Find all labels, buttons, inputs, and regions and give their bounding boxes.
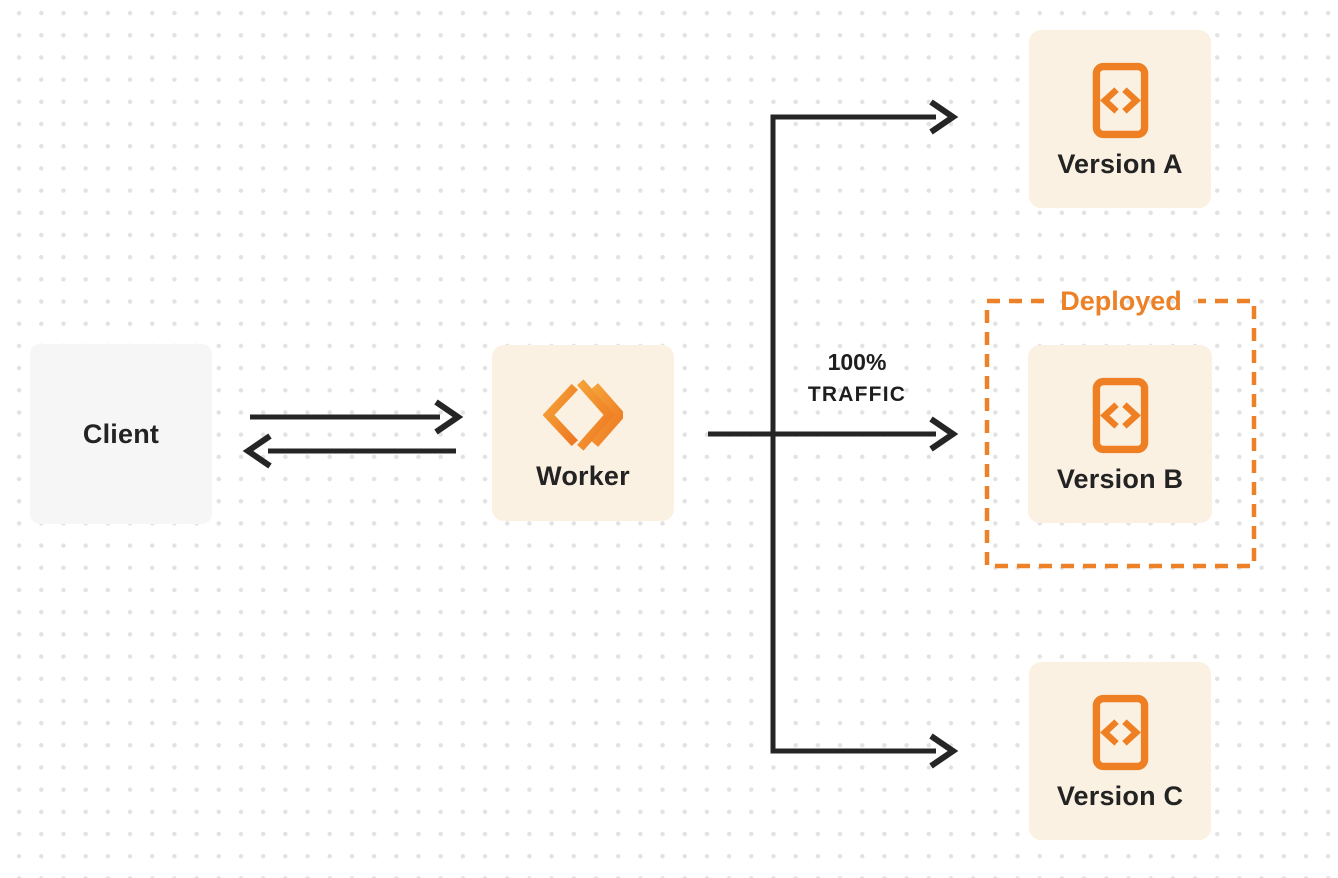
code-document-icon: [1092, 694, 1148, 771]
arrow-worker-to-version-b: [708, 416, 959, 452]
arrow-client-to-worker: [250, 399, 464, 435]
worker-label: Worker: [536, 460, 630, 491]
arrow-worker-to-client: [242, 433, 456, 469]
arrowhead-version-c: [929, 733, 959, 769]
version-c-label: Version C: [1056, 781, 1184, 811]
client-node: Client: [30, 344, 212, 524]
version-c-node: Version C: [1029, 662, 1211, 840]
client-label: Client: [82, 418, 160, 449]
version-a-label: Version A: [1057, 149, 1183, 179]
version-a-node: Version A: [1029, 30, 1211, 208]
worker-node: Worker: [492, 345, 674, 521]
traffic-word: TRAFFIC: [807, 383, 907, 406]
code-document-icon: [1092, 62, 1148, 139]
code-document-icon: [1092, 377, 1148, 454]
traffic-percent: 100%: [827, 349, 887, 375]
version-b-node: Version B: [1028, 345, 1212, 523]
arrowhead-version-a: [929, 99, 959, 135]
worker-chevrons-icon: [543, 378, 623, 451]
version-b-label: Version B: [1056, 464, 1184, 494]
traffic-annotation: 100% TRAFFIC: [777, 349, 937, 408]
arrow-branch-trunk: [770, 99, 959, 769]
deployed-badge-label: Deployed: [1060, 286, 1182, 316]
